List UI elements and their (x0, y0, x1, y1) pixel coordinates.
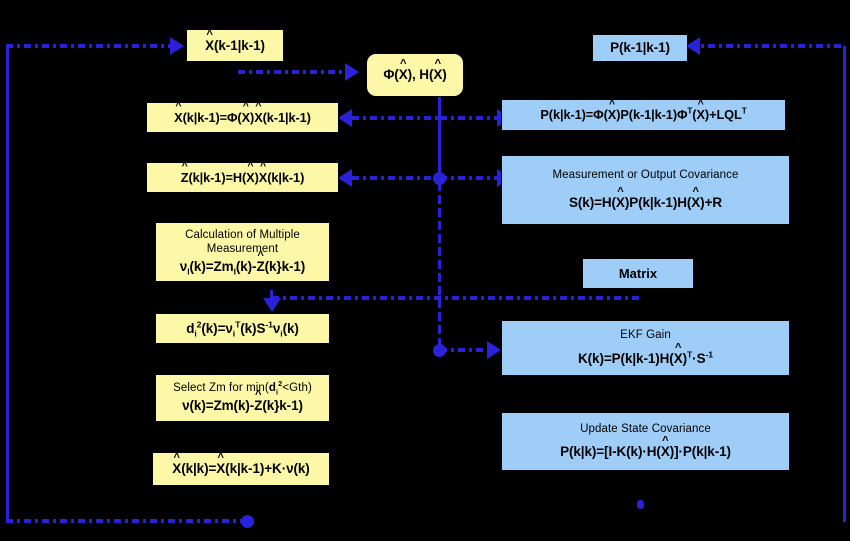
junction-dot-bottom-left (241, 515, 254, 528)
node-output-predict-label: ^Z(k|k-1)=H(^X)^X(k|k-1) (180, 161, 305, 185)
node-prev-covariance-label: P(k-1|k-1) (610, 40, 670, 56)
feedback-state-bottom-line (6, 519, 246, 523)
node-measurement-covariance-caption: Measurement or Output Covariance (552, 169, 739, 182)
line-prev-state-to-jacobians (238, 70, 343, 74)
jacobian-spine-vertical (438, 96, 441, 182)
node-state-update-formula: ^X(k|k)=^X(k|k-1)+K·ν(k) (172, 452, 310, 477)
arrow-into-jacobians (345, 63, 359, 81)
node-update-covariance-formula: P(k|k)=[I-K(k)·H(^X)]·P(k|k-1) (560, 435, 731, 460)
arrow-into-state-predict (338, 109, 352, 127)
node-matrix-label: Matrix (618, 265, 658, 281)
feedback-state-left-vertical (6, 46, 9, 521)
feedback-cov-right-vertical (843, 46, 846, 522)
node-state-predict-label: ^X(k|k-1)=Φ(^X)^X(k-1|k-1) (174, 101, 311, 125)
feedback-cov-top-line (690, 44, 845, 48)
line-jacobians-to-state-predict (352, 116, 442, 120)
arrow-into-ekf-gain (487, 341, 501, 359)
line-jacobians-to-cov-predict (440, 116, 500, 120)
node-multi-measurement-formula: νl(k)=Zml(k)-^Z(k}k-1) (179, 250, 306, 277)
matrix-bus-line (272, 296, 640, 300)
node-jacobians-label: Φ(^X), H(^X) (383, 58, 447, 83)
node-mahalanobis-distance[interactable]: di2(k)=νiT(k)S-1νi(k) (155, 313, 330, 344)
arrow-into-output-predict (338, 169, 352, 187)
node-measurement-covariance-formula: S(k)=H(^X)P(k|k-1)H(^X)+R (568, 185, 723, 210)
node-state-predict[interactable]: ^X(k|k-1)=Φ(^X)^X(k-1|k-1) (146, 102, 339, 133)
node-multi-measurement-caption-1: Calculation of Multiple (185, 228, 300, 241)
node-state-update[interactable]: ^X(k|k)=^X(k|k-1)+K·ν(k) (152, 452, 330, 486)
arrow-into-distance-box (263, 298, 281, 312)
node-ekf-gain[interactable]: EKF Gain K(k)=P(k|k-1)H(^X)T·S-1 (501, 320, 790, 376)
node-covariance-predict-formula: P(k|k-1)=Φ(^X)P(k-1|k-1)ΦT(^X)+LQLT (540, 98, 747, 123)
feedback-state-top-line (6, 44, 171, 48)
node-update-covariance-caption: Update State Covariance (580, 422, 711, 435)
node-select-zm-formula: ν(k)=Zm(k)-^Z(k}k-1) (182, 389, 303, 414)
node-ekf-gain-formula: K(k)=P(k|k-1)H(^X)T·S-1 (578, 341, 713, 366)
line-jacobians-to-meas-cov (440, 176, 500, 180)
node-select-zm-caption: Select Zm for min(di2<Gth) (173, 378, 312, 397)
junction-dot-update-cov (637, 500, 644, 509)
node-measurement-covariance[interactable]: Measurement or Output Covariance S(k)=H(… (501, 155, 790, 225)
node-mahalanobis-distance-formula: di2(k)=νiT(k)S-1νi(k) (186, 319, 299, 339)
line-jacobians-to-ekf-gain (440, 348, 490, 352)
node-select-zm[interactable]: Select Zm for min(di2<Gth) ν(k)=Zm(k)-^Z… (155, 374, 330, 422)
jacobian-spine-vertical-dashed (438, 182, 441, 352)
arrow-into-prev-cov (686, 37, 700, 55)
node-output-predict[interactable]: ^Z(k|k-1)=H(^X)^X(k|k-1) (146, 162, 339, 193)
node-multi-measurement-caption-2: Measurement (206, 242, 279, 255)
node-prev-state[interactable]: ^XX(k-1|k-1)(k-1|k-1) (186, 29, 284, 62)
node-jacobians[interactable]: Φ(^X), H(^X) (366, 53, 464, 97)
matrix-bus-drop-vertical (270, 290, 273, 304)
node-update-covariance[interactable]: Update State Covariance P(k|k)=[I-K(k)·H… (501, 412, 790, 471)
node-ekf-gain-caption: EKF Gain (620, 329, 671, 342)
line-jacobians-to-output-predict (352, 176, 442, 180)
node-prev-covariance[interactable]: P(k-1|k-1) (592, 34, 688, 62)
node-matrix[interactable]: Matrix (582, 258, 694, 289)
node-covariance-predict[interactable]: P(k|k-1)=Φ(^X)P(k-1|k-1)ΦT(^X)+LQLT (501, 99, 786, 131)
arrow-into-prev-state (170, 37, 184, 55)
node-multi-measurement[interactable]: Calculation of Multiple Measurement νl(k… (155, 222, 330, 282)
junction-dot-ekf-gain (433, 344, 446, 357)
node-prev-state-label: ^XX(k-1|k-1)(k-1|k-1) (205, 28, 265, 53)
